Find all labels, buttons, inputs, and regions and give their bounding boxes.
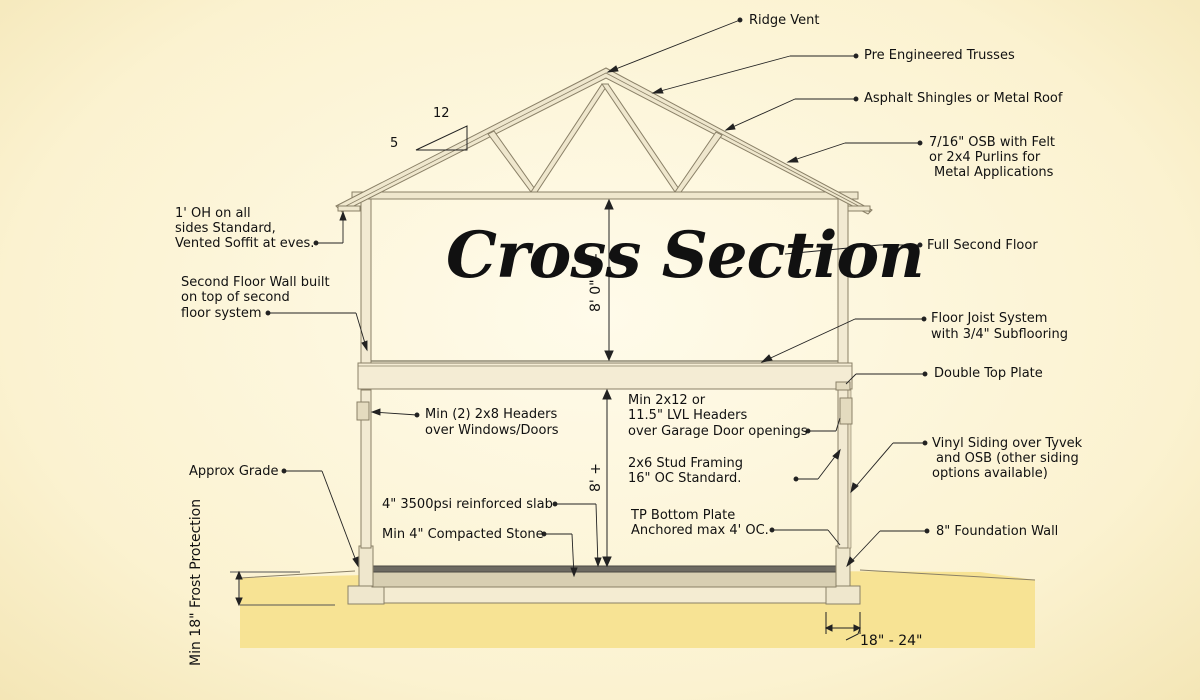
dimension-footing	[824, 612, 862, 641]
foundation-label: 8" Foundation Wall	[936, 524, 1059, 539]
footing-left	[347, 585, 385, 605]
stud-label-2: 16" OC Standard.	[628, 471, 742, 486]
second-wall-label-1: Second Floor Wall built	[181, 275, 330, 290]
lvl-label-3: over Garage Door openings	[628, 424, 808, 439]
truss-bottom-chord	[351, 191, 859, 200]
bottom-plate-label-1: TP Bottom Plate	[631, 508, 736, 523]
overhang-label-2: sides Standard,	[175, 221, 276, 236]
stud-label-1: 2x6 Stud Framing	[628, 456, 743, 471]
joist-label-2: with 3/4" Subflooring	[931, 327, 1069, 342]
bottom-plate-label-2: Anchored max 4' OC.	[631, 523, 769, 538]
ridge-vent-label: Ridge Vent	[749, 13, 820, 28]
frost-protection-label: Min 18" Frost Protection	[188, 498, 204, 666]
pitch-rise: 5	[390, 136, 399, 151]
dimension-second-floor	[604, 198, 614, 362]
second-wall-label-2: on top of second	[181, 290, 290, 305]
roof-outline	[335, 67, 873, 215]
stone-label: Min 4" Compacted Stone	[382, 527, 544, 542]
slab-label: 4" 3500psi reinforced slab	[382, 497, 553, 512]
vinyl-label-1: Vinyl Siding over Tyvek	[932, 436, 1083, 451]
pitch-run: 12	[433, 106, 450, 121]
overhang-label-3: Vented Soffit at eves.	[175, 236, 315, 251]
dimension-first-floor	[602, 388, 612, 568]
pitch-triangle	[415, 125, 468, 151]
grade-label: Approx Grade	[189, 464, 279, 479]
floor-joist-system	[357, 362, 853, 390]
osb-label-3: Metal Applications	[934, 165, 1054, 180]
roofing-label: Asphalt Shingles or Metal Roof	[864, 91, 1063, 106]
osb-label-1: 7/16" OSB with Felt	[929, 135, 1056, 150]
vinyl-label-3: options available)	[932, 466, 1048, 481]
headers-label-2: over Windows/Doors	[425, 423, 559, 438]
double-top-plate	[835, 381, 851, 391]
grade-line	[239, 569, 1036, 581]
lvl-label-2: 11.5" LVL Headers	[628, 408, 748, 423]
trusses-label: Pre Engineered Trusses	[864, 48, 1015, 63]
footing-right	[825, 585, 861, 605]
first-floor-wall-left	[360, 389, 372, 549]
window-header-left	[356, 401, 370, 421]
osb-label-2: or 2x4 Purlins for	[929, 150, 1041, 165]
lvl-label-1: Min 2x12 or	[628, 393, 706, 408]
foundation-wall-right	[835, 545, 851, 587]
second-floor-height-label: 8' 0" +/-	[588, 253, 604, 312]
full-second-floor-label: Full Second Floor	[927, 238, 1038, 253]
leader-lines	[265, 17, 930, 578]
diagram-title: Cross Section	[446, 218, 925, 293]
truss-webs	[487, 83, 723, 193]
footing-width-label: 18" - 24"	[860, 633, 923, 649]
footing-strip	[383, 586, 827, 604]
compacted-stone	[371, 570, 837, 588]
dimension-frost	[230, 570, 335, 607]
foundation-wall-left	[358, 545, 374, 587]
double-top-plate-label: Double Top Plate	[934, 366, 1043, 381]
joist-label-1: Floor Joist System	[931, 311, 1048, 326]
overhang-label-1: 1' OH on all	[175, 206, 251, 221]
headers-label-1: Min (2) 2x8 Headers	[425, 407, 558, 422]
soffit-left	[337, 205, 361, 212]
concrete-slab	[371, 565, 837, 573]
second-wall-label-3: floor system	[181, 306, 262, 321]
garage-header-right	[839, 397, 853, 425]
soffit-right	[847, 205, 871, 212]
first-floor-height-label: 8' +	[588, 463, 604, 492]
vinyl-label-2: and OSB (other siding	[936, 451, 1079, 466]
second-floor-wall-left	[360, 197, 372, 364]
